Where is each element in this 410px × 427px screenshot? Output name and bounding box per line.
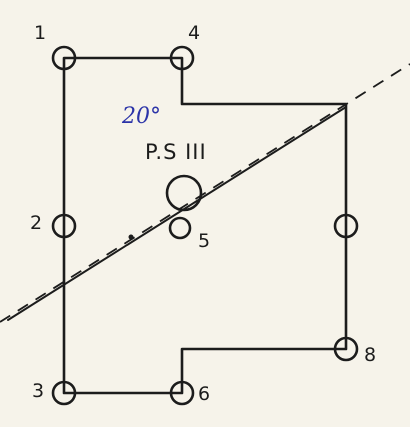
central-large-circle — [165, 174, 203, 212]
node-6-label: 6 — [198, 383, 211, 405]
section-line-solid — [7, 106, 347, 321]
node-3-circle — [51, 380, 77, 406]
node-4-label: 4 — [188, 22, 201, 44]
node-5-label: 5 — [198, 230, 211, 252]
node-3-label: 3 — [32, 380, 45, 402]
node-4-circle — [169, 45, 195, 71]
node-6-circle — [169, 380, 195, 406]
node-5-circle — [168, 216, 192, 240]
node-7-circle — [333, 213, 359, 239]
angle-annotation: 20° — [122, 104, 161, 129]
section-line-dashed — [0, 63, 410, 323]
plan-outline — [62, 56, 348, 395]
node-8-circle — [333, 336, 359, 362]
node-1-label: 1 — [34, 22, 47, 44]
diagram-title: P.S III — [145, 140, 207, 164]
node-2-circle — [51, 213, 77, 239]
node-2-label: 2 — [30, 212, 43, 234]
center-dot — [128, 234, 134, 240]
node-1-circle — [51, 45, 77, 71]
node-8-label: 8 — [364, 344, 377, 366]
